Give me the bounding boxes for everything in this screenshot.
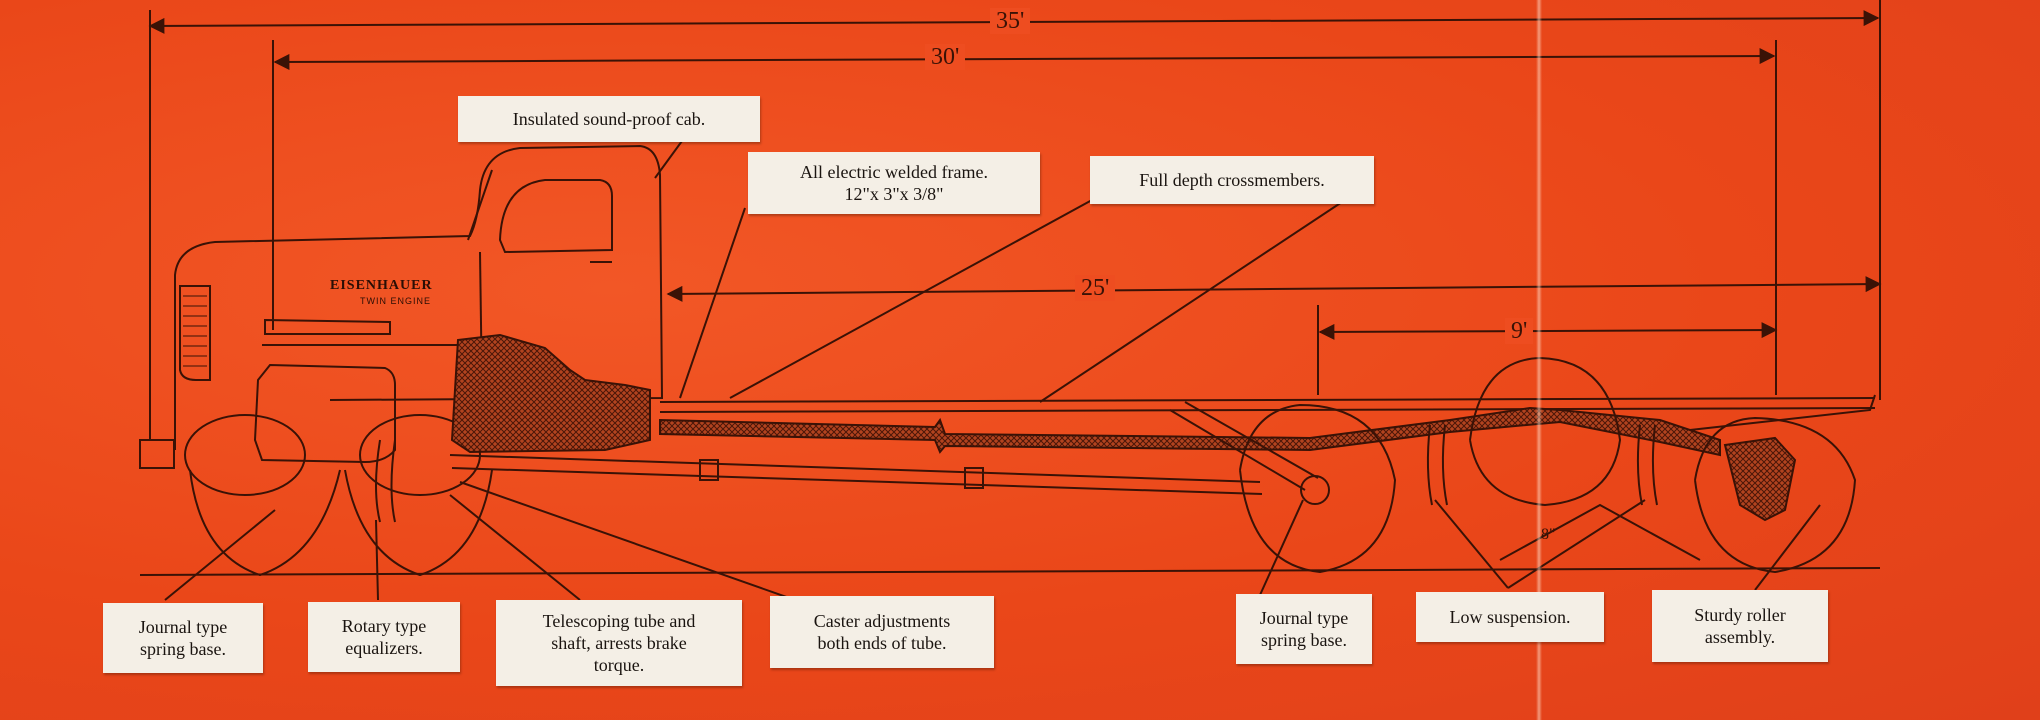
dimension-label-clearance: 8": [1541, 526, 1556, 543]
roller-assembly: [1723, 436, 1797, 522]
cab-brand-lettering: EISENHAUER: [330, 278, 433, 293]
cab-sub-lettering: TWIN ENGINE: [360, 296, 431, 306]
callout-telescoping: Telescoping tube and shaft, arrests brak…: [496, 600, 742, 686]
callout-journal-rear-text: Journal type spring base.: [1259, 608, 1349, 650]
transmission: [450, 333, 651, 454]
callout-frame-text: All electric welded frame. 12"x 3"x 3/8": [800, 162, 988, 204]
paper-fold-crease: [1536, 0, 1542, 720]
callout-roller: Sturdy roller assembly.: [1652, 590, 1828, 662]
callout-crossmembers-text: Full depth crossmembers.: [1139, 170, 1325, 190]
dimension-label-overall: 35': [990, 8, 1031, 34]
frame-rail: [659, 397, 1876, 413]
callout-journal-front-text: Journal type spring base.: [138, 617, 228, 659]
dimension-label-wheelbase: 25': [1075, 275, 1116, 301]
callout-cab: Insulated sound-proof cab.: [458, 96, 760, 142]
callout-rotary-text: Rotary type equalizers.: [341, 616, 427, 658]
front-wheel-group: [184, 414, 493, 577]
callout-cab-text: Insulated sound-proof cab.: [512, 109, 706, 129]
callout-caster-text: Caster adjustments both ends of tube.: [813, 611, 951, 653]
engine-block: [253, 363, 396, 464]
radius-rod: [1169, 401, 1319, 491]
rear-springs: [375, 424, 1658, 523]
callout-frame: All electric welded frame. 12"x 3"x 3/8": [748, 152, 1040, 214]
callout-journal-front: Journal type spring base.: [103, 603, 263, 673]
rear-tandem-wheels: [1239, 356, 1857, 574]
torque-tube: [449, 454, 1263, 495]
callout-caster: Caster adjustments both ends of tube.: [770, 596, 994, 668]
dimension-label-tandem: 9': [1505, 318, 1534, 344]
callout-rotary: Rotary type equalizers.: [308, 602, 460, 672]
callout-suspension: Low suspension.: [1416, 592, 1604, 642]
drive-shaft: [659, 406, 1721, 457]
callout-journal-rear: Journal type spring base.: [1236, 594, 1372, 664]
callout-roller-text: Sturdy roller assembly.: [1694, 605, 1786, 647]
trailer-rear: [1689, 394, 1876, 431]
leader-lines: [164, 129, 1821, 601]
dimension-label-body: 30': [925, 44, 966, 70]
callout-telescoping-text: Telescoping tube and shaft, arrests brak…: [542, 611, 696, 675]
callout-crossmembers: Full depth crossmembers.: [1090, 156, 1374, 204]
callout-suspension-text: Low suspension.: [1449, 607, 1571, 627]
